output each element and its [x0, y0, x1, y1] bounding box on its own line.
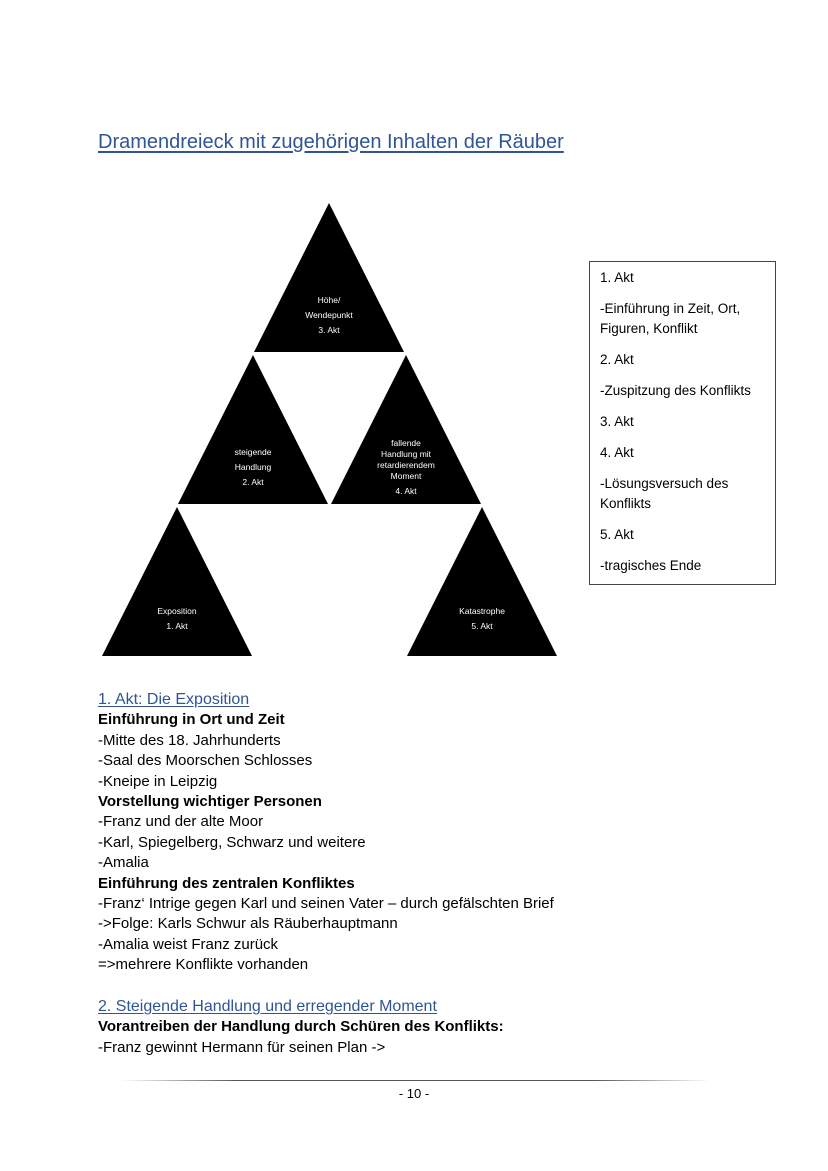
text-line: -Franz und der alte Moor [98, 813, 264, 831]
triangle-label-line: Wendepunkt [305, 310, 353, 320]
text-line: -Mitte des 18. Jahrhunderts [98, 731, 281, 749]
text-line: -Kneipe in Leipzig [98, 772, 218, 790]
triangle-label-line: Katastrophe [459, 606, 505, 616]
triangle-label-line: fallende [391, 438, 421, 448]
legend-item: 5. Akt [600, 527, 634, 542]
page-number: - 10 - [398, 1086, 430, 1101]
triangle-label-line: 3. Akt [318, 325, 340, 335]
section-steigende-handlung: 2. Steigende Handlung und erregender Mom… [98, 997, 758, 1058]
triangle-label-3: Höhe/ Wendepunkt 3. Akt [274, 295, 384, 336]
text-line: ->Folge: Karls Schwur als Räuberhauptman… [98, 915, 398, 933]
triangle-label-line: 1. Akt [166, 621, 188, 631]
footer-divider [120, 1080, 710, 1081]
triangle-label-line: steigende [234, 447, 272, 457]
triangle-label-line: 5. Akt [471, 621, 493, 631]
triangle-label-line: retardierendem [377, 460, 435, 470]
triangle-label-line: 2. Akt [242, 477, 264, 487]
triangle-label-4: fallende Handlung mit retardierendem Mom… [351, 438, 461, 497]
legend-item: -Einführung in Zeit, Ort, Figuren, Konfl… [600, 301, 741, 336]
triangle-label-line: Moment [390, 471, 422, 481]
legend-item: -Lösungsversuch des Konflikts [600, 476, 729, 511]
triangle-fallende-handlung [331, 355, 481, 504]
triangle-label-line: 4. Akt [395, 486, 417, 496]
text-line: -Amalia [98, 854, 149, 872]
section-heading: 1. Akt: Die Exposition [98, 691, 250, 708]
triangle-label-line: Handlung [234, 462, 272, 472]
triangle-hoehepunkt [254, 203, 404, 352]
triangle-label-2: steigende Handlung 2. Akt [198, 447, 308, 488]
act-summary-box: 1. Akt -Einführung in Zeit, Ort, Figuren… [589, 261, 776, 585]
text-line: -Amalia weist Franz zurück [98, 935, 279, 953]
drama-triangle-diagram [102, 203, 557, 656]
text-line: -Karl, Spiegelberg, Schwarz und weitere [98, 833, 366, 851]
section-heading: 2. Steigende Handlung und erregender Mom… [98, 998, 437, 1015]
legend-item: 2. Akt [600, 352, 634, 367]
legend-item: 3. Akt [600, 414, 634, 429]
section-subheading: Einführung des zentralen Konfliktes [98, 874, 355, 892]
triangle-katastrophe [407, 507, 557, 656]
legend-item: 1. Akt [600, 270, 634, 285]
text-line: -Franz‘ Intrige gegen Karl und seinen Va… [98, 895, 554, 913]
triangle-label-line: Handlung mit [380, 449, 432, 459]
triangle-label-line: Exposition [157, 606, 197, 616]
page-title: Dramendreieck mit zugehörigen Inhalten d… [98, 131, 564, 153]
legend-item: -Zuspitzung des Konflikts [600, 383, 751, 398]
section-subheading: Vorantreiben der Handlung durch Schüren … [98, 1018, 504, 1036]
legend-item: 4. Akt [600, 445, 634, 460]
text-line: =>mehrere Konflikte vorhanden [98, 956, 309, 974]
legend-item: -tragisches Ende [600, 558, 702, 573]
text-line: -Franz gewinnt Hermann für seinen Plan -… [98, 1038, 386, 1056]
triangle-label-line: Höhe/ [317, 295, 341, 305]
triangle-label-1: Exposition 1. Akt [122, 606, 232, 632]
section-exposition: 1. Akt: Die Exposition Einführung in Ort… [98, 690, 758, 976]
triangle-label-5: Katastrophe 5. Akt [427, 606, 537, 632]
text-line: -Saal des Moorschen Schlosses [98, 752, 313, 770]
triangle-exposition [102, 507, 252, 656]
section-subheading: Vorstellung wichtiger Personen [98, 793, 322, 811]
section-subheading: Einführung in Ort und Zeit [98, 711, 285, 729]
triangle-steigende-handlung [178, 355, 328, 504]
